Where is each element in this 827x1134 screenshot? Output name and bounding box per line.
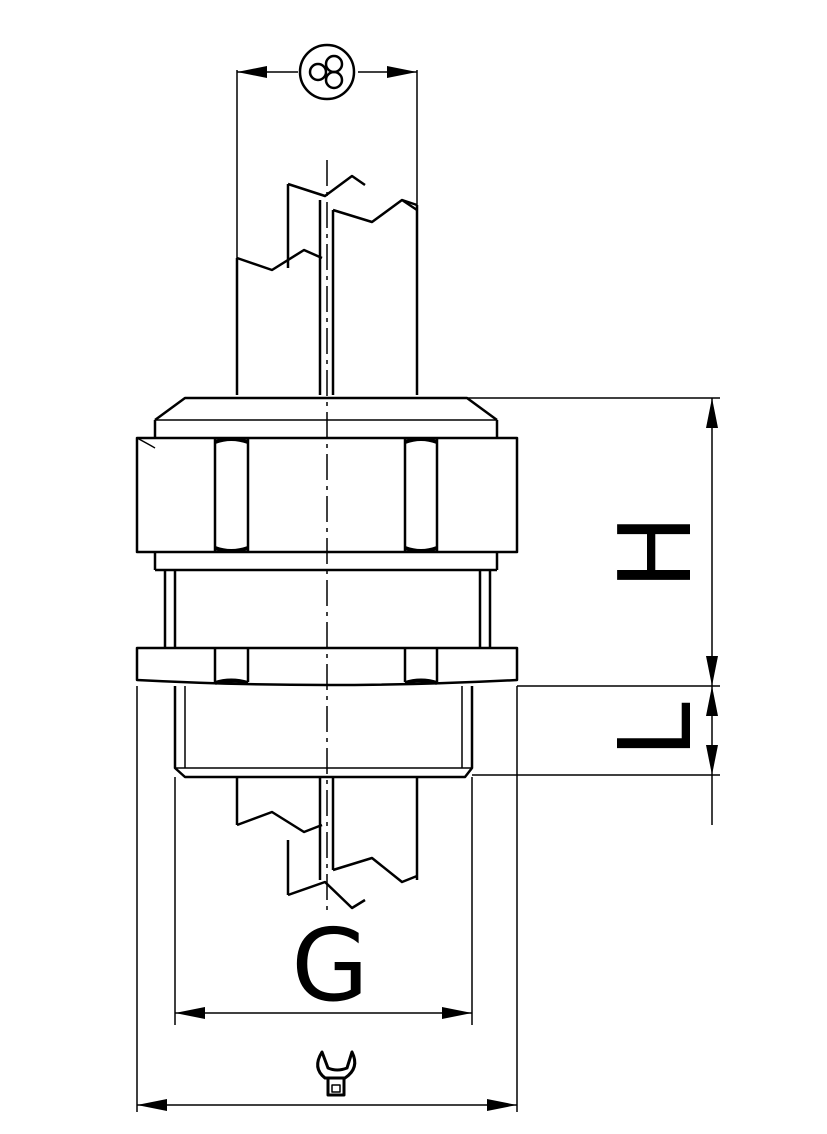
thread-section — [173, 686, 474, 779]
wrench-size-icon — [316, 1050, 357, 1097]
body-hex — [135, 646, 519, 687]
dome-cap — [153, 396, 499, 438]
extension-lines — [136, 397, 720, 1112]
cap-nut — [135, 436, 519, 572]
cable-top — [235, 70, 419, 395]
label-g: G — [291, 907, 369, 1024]
label-h: H — [597, 514, 714, 589]
gland-body — [163, 570, 492, 648]
cable-cores-icon — [298, 43, 356, 101]
cable-bottom — [235, 777, 419, 910]
dimension-lines — [137, 66, 718, 1111]
label-l: L — [597, 702, 714, 758]
